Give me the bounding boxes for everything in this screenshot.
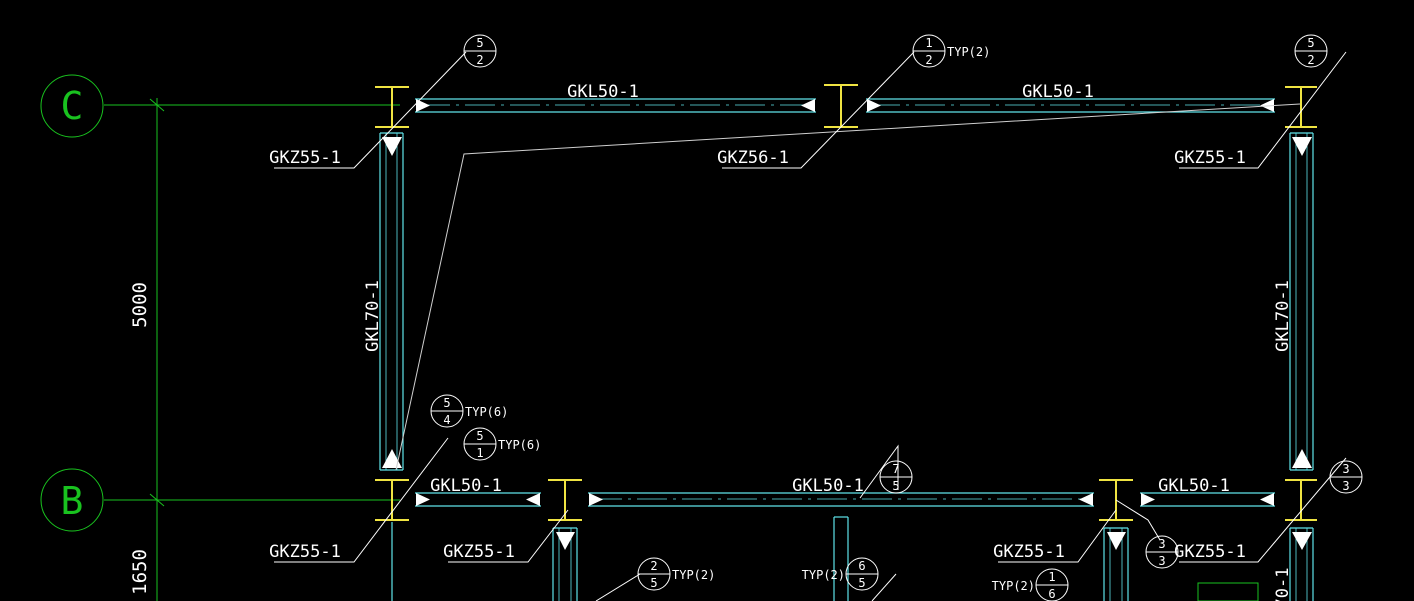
beam-label-bottom-b: GKL50-1 xyxy=(792,476,864,496)
beam-label-top-right: GKL50-1 xyxy=(1022,82,1094,102)
beam-label-bottom-c: GKL50-1 xyxy=(1158,476,1230,496)
detail-4-num: 5 xyxy=(443,396,450,410)
beam-bottom-b[interactable] xyxy=(588,492,1094,507)
detail-9-note: TYP(2) xyxy=(672,568,715,582)
beam-stub-2[interactable] xyxy=(833,516,849,601)
dimension-text-5000: 5000 xyxy=(129,282,151,328)
grid-label-b: B xyxy=(61,479,84,523)
column-label-top-left: GKZ55-1 xyxy=(269,148,341,168)
detail-10-den: 5 xyxy=(858,576,865,590)
column-label-bot-3: GKZ55-1 xyxy=(993,542,1065,562)
grid-label-c: C xyxy=(61,84,84,128)
detail-bubble-3[interactable] xyxy=(1294,34,1328,68)
detail-1-num: 5 xyxy=(476,36,483,50)
column-top-left[interactable] xyxy=(375,86,409,128)
grid-bubble-b[interactable] xyxy=(40,468,104,532)
detail-10-note: TYP(2) xyxy=(802,568,845,582)
beam-stub-1[interactable] xyxy=(552,527,578,601)
dimension-text-1650: 1650 xyxy=(129,549,151,595)
column-label-top-right: GKZ55-1 xyxy=(1174,148,1246,168)
detail-bubble-5[interactable] xyxy=(463,427,497,461)
detail-1-den: 2 xyxy=(476,53,483,67)
beam-label-right: GKL70-1 xyxy=(1273,280,1293,352)
detail-11-den: 6 xyxy=(1048,587,1055,601)
detail-11-num: 1 xyxy=(1048,570,1055,584)
detail-5-num: 5 xyxy=(476,429,483,443)
column-bot-4[interactable] xyxy=(1285,479,1317,521)
detail-bubble-2[interactable] xyxy=(912,34,946,68)
detail-2-num: 1 xyxy=(925,36,932,50)
detail-10-num: 6 xyxy=(858,559,865,573)
beam-stub-3[interactable] xyxy=(1103,527,1129,601)
beam-label-top-left: GKL50-1 xyxy=(567,82,639,102)
column-label-bot-4: GKZ55-1 xyxy=(1174,542,1246,562)
column-label-top-mid: GKZ56-1 xyxy=(717,148,789,168)
detail-3-den: 2 xyxy=(1307,53,1314,67)
column-top-right[interactable] xyxy=(1285,86,1317,128)
detail-bubble-8[interactable] xyxy=(1145,535,1179,569)
beam-label-cut: 70-1 xyxy=(1273,568,1293,601)
detail-8-den: 3 xyxy=(1158,554,1165,568)
beam-stub-4[interactable] xyxy=(1289,527,1314,601)
detail-bubble-9[interactable] xyxy=(637,557,671,591)
green-detail-box xyxy=(1197,582,1259,601)
detail-5-den: 1 xyxy=(476,446,483,460)
detail-7-den: 3 xyxy=(1342,479,1349,493)
detail-4-note: TYP(6) xyxy=(465,405,508,419)
detail-bubble-11[interactable] xyxy=(1035,568,1069,601)
grid-bubble-c[interactable] xyxy=(40,74,104,138)
beam-top-left[interactable] xyxy=(415,98,816,113)
detail-bubble-7[interactable] xyxy=(1329,460,1363,494)
detail-9-num: 2 xyxy=(650,559,657,573)
beam-right[interactable] xyxy=(1289,132,1314,471)
detail-bubble-10[interactable] xyxy=(845,557,879,591)
detail-6-num: 7 xyxy=(892,462,899,476)
beam-label-bottom-a: GKL50-1 xyxy=(430,476,502,496)
detail-11-note: TYP(2) xyxy=(992,579,1035,593)
detail-9-den: 5 xyxy=(650,576,657,590)
detail-2-note: TYP(2) xyxy=(947,45,990,59)
grid-system xyxy=(40,74,400,601)
reference-polyline xyxy=(395,103,1301,471)
detail-6-den: 5 xyxy=(892,479,899,493)
leader-lines xyxy=(274,51,1347,601)
detail-bubble-6[interactable] xyxy=(879,460,913,494)
detail-4-den: 4 xyxy=(443,413,450,427)
dimension-tick-b xyxy=(149,493,165,507)
detail-8-num: 3 xyxy=(1158,537,1165,551)
dimension-tick-c xyxy=(149,98,165,112)
detail-bubble-4[interactable] xyxy=(430,394,464,428)
beam-top-right[interactable] xyxy=(866,98,1275,113)
detail-7-num: 3 xyxy=(1342,462,1349,476)
column-bot-left[interactable] xyxy=(375,479,409,521)
beam-bottom-c[interactable] xyxy=(1140,492,1275,507)
beam-left[interactable] xyxy=(379,132,404,471)
column-label-bot-left: GKZ55-1 xyxy=(269,542,341,562)
detail-5-note: TYP(6) xyxy=(498,438,541,452)
detail-bubble-1[interactable] xyxy=(463,34,497,68)
column-label-bot-2: GKZ55-1 xyxy=(443,542,515,562)
beam-label-left: GKL70-1 xyxy=(363,280,383,352)
detail-3-num: 5 xyxy=(1307,36,1314,50)
beam-bottom-a[interactable] xyxy=(415,492,541,507)
detail-2-den: 2 xyxy=(925,53,932,67)
